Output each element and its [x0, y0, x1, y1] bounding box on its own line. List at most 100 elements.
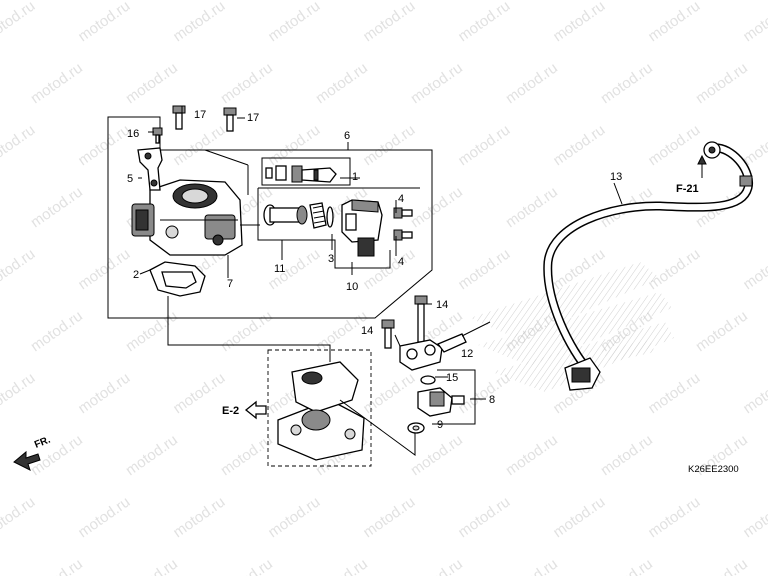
watermark-text: motod.ru — [218, 59, 276, 107]
callout-11: 11 — [274, 263, 285, 275]
callout-4-upper: 4 — [398, 193, 404, 205]
front-arrow — [13, 450, 41, 471]
watermark-text: motod.ru — [360, 369, 418, 417]
watermark-text: motod.ru — [313, 59, 371, 107]
watermark-text: motod.ru — [645, 369, 703, 417]
watermark-text: motod.ru — [75, 369, 133, 417]
callout-5: 5 — [127, 173, 133, 185]
watermark-text: motod.ru — [170, 0, 228, 45]
watermark-text: motod.ru — [28, 555, 86, 576]
watermark-text: motod.ru — [645, 0, 703, 45]
subassembly-11-box — [257, 188, 391, 269]
bolt-14-lower — [381, 319, 395, 349]
watermark-text: motod.ru — [0, 245, 38, 293]
front-direction-label: FR. — [33, 434, 52, 450]
watermark-text: motod.ru — [693, 59, 751, 107]
reference-e2: E-2 — [222, 405, 239, 417]
bracket-12 — [399, 333, 467, 371]
callout-8: 8 — [489, 394, 495, 406]
watermark-text: motod.ru — [408, 59, 466, 107]
idle-air-valve — [265, 165, 337, 183]
watermark-text: motod.ru — [123, 307, 181, 355]
watermark-text: motod.ru — [0, 121, 38, 169]
watermark-text: motod.ru — [598, 431, 656, 479]
watermark-text: motod.ru — [645, 493, 703, 541]
o-ring — [326, 206, 334, 228]
callout-2: 2 — [133, 269, 139, 281]
watermark-text: motod.ru — [360, 0, 418, 45]
bolt-17-right — [223, 107, 237, 132]
watermark-text: motod.ru — [550, 493, 608, 541]
manifold-frame — [267, 349, 372, 467]
watermark-text: motod.ru — [740, 245, 768, 293]
watermark-text: motod.ru — [550, 121, 608, 169]
watermark-text: motod.ru — [408, 555, 466, 576]
f21-arrow — [697, 154, 707, 178]
watermark-text: motod.ru — [75, 493, 133, 541]
throttle-body — [131, 179, 243, 256]
watermark-text: motod.ru — [123, 59, 181, 107]
washer-15 — [420, 375, 436, 385]
watermark-text: motod.ru — [740, 369, 768, 417]
watermark-text: motod.ru — [0, 493, 38, 541]
watermark-text: motod.ru — [645, 121, 703, 169]
watermark-text: motod.ru — [740, 493, 768, 541]
watermark-text: motod.ru — [0, 369, 38, 417]
watermark-text: motod.ru — [645, 245, 703, 293]
callout-7: 7 — [227, 278, 233, 290]
watermark-text: motod.ru — [360, 121, 418, 169]
watermark-text: motod.ru — [170, 493, 228, 541]
callout-17-left: 17 — [194, 109, 206, 121]
watermark-text: motod.ru — [455, 493, 513, 541]
screw-16 — [152, 127, 163, 144]
watermark-text: motod.ru — [503, 59, 561, 107]
watermark-text: motod.ru — [218, 431, 276, 479]
callout-13: 13 — [610, 171, 622, 183]
gasket — [149, 261, 206, 297]
sensor-shaft — [263, 202, 327, 229]
callout-9: 9 — [437, 419, 443, 431]
watermark-text: motod.ru — [123, 431, 181, 479]
map-sensor — [341, 199, 383, 257]
watermark-text: motod.ru — [455, 0, 513, 45]
screw-4-lower — [393, 229, 413, 241]
watermark-text: motod.ru — [740, 0, 768, 45]
callout-17-right: 17 — [247, 112, 259, 124]
watermark-text: motod.ru — [0, 0, 38, 45]
watermark-text: motod.ru — [503, 183, 561, 231]
watermark-text: motod.ru — [455, 245, 513, 293]
watermark-text: motod.ru — [503, 431, 561, 479]
watermark-text: motod.ru — [408, 431, 466, 479]
watermark-text: motod.ru — [408, 183, 466, 231]
watermark-text: motod.ru — [693, 307, 751, 355]
callout-1: 1 — [352, 171, 358, 183]
watermark-text: motod.ru — [265, 121, 323, 169]
callouts: 1 2 3 4 4 5 6 7 8 9 10 11 12 13 14 14 15… — [127, 109, 622, 431]
watermark-text: motod.ru — [28, 183, 86, 231]
watermark-text: motod.ru — [455, 121, 513, 169]
callout-14-lower: 14 — [361, 325, 373, 337]
watermark-text: motod.ru — [28, 59, 86, 107]
callout-4-lower: 4 — [398, 256, 404, 268]
callout-12: 12 — [461, 348, 473, 360]
watermark-text: motod.ru — [550, 0, 608, 45]
reference-f21: F-21 — [676, 183, 699, 195]
washer-9 — [407, 422, 425, 434]
assembly-6-outline — [107, 116, 433, 319]
screw-4-upper — [393, 207, 413, 219]
watermark-text: motod.ru — [123, 555, 181, 576]
watermark-text: motod.ru — [218, 307, 276, 355]
subassembly-1-box — [261, 157, 351, 186]
watermark-text: motod.ru — [28, 307, 86, 355]
vacuum-hose — [543, 141, 754, 391]
callout-3: 3 — [328, 253, 334, 265]
watermark-text: motod.ru — [313, 555, 371, 576]
pressure-sensor-8 — [417, 387, 465, 417]
callout-15: 15 — [446, 372, 458, 384]
lever-bracket — [137, 147, 163, 191]
diagram-code: K26EE2300 — [688, 464, 739, 475]
e2-arrow — [244, 400, 267, 420]
callout-6: 6 — [344, 130, 350, 142]
watermark-text: motod.ru — [170, 369, 228, 417]
